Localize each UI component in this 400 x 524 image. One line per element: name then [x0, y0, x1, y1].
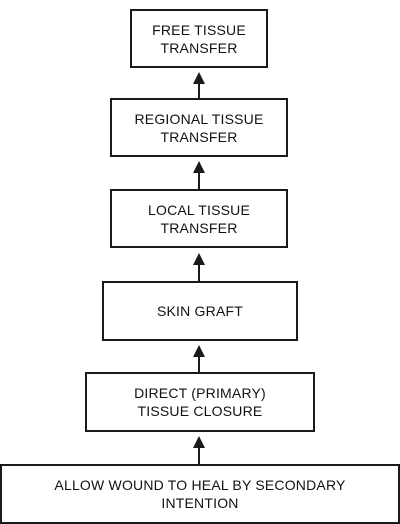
- box-secondary-intention-label: ALLOW WOUND TO HEAL BY SECONDARY INTENTI…: [54, 477, 346, 511]
- box-regional-tissue-transfer: REGIONAL TISSUE TRANSFER: [110, 98, 288, 157]
- box-skin-graft-label: SKIN GRAFT: [156, 303, 243, 319]
- arrow-allow-to-direct: [193, 436, 205, 464]
- arrow-direct-to-skin: [193, 345, 205, 372]
- arrow-regional-to-free: [193, 72, 205, 98]
- box-skin-graft: SKIN GRAFT: [102, 281, 298, 341]
- box-secondary-intention: ALLOW WOUND TO HEAL BY SECONDARY INTENTI…: [0, 464, 400, 524]
- box-direct-primary-closure-label: DIRECT (PRIMARY) TISSUE CLOSURE: [134, 385, 266, 419]
- arrow-local-to-regional: [193, 161, 205, 189]
- arrow-skin-to-local: [193, 253, 205, 281]
- box-free-tissue-transfer-label: FREE TISSUE TRANSFER: [152, 21, 246, 56]
- box-local-tissue-transfer: LOCAL TISSUE TRANSFER: [110, 189, 288, 248]
- box-regional-tissue-transfer-label: REGIONAL TISSUE TRANSFER: [134, 110, 264, 145]
- box-free-tissue-transfer: FREE TISSUE TRANSFER: [130, 9, 268, 68]
- box-local-tissue-transfer-label: LOCAL TISSUE TRANSFER: [148, 201, 250, 236]
- box-direct-primary-closure: DIRECT (PRIMARY) TISSUE CLOSURE: [85, 372, 315, 432]
